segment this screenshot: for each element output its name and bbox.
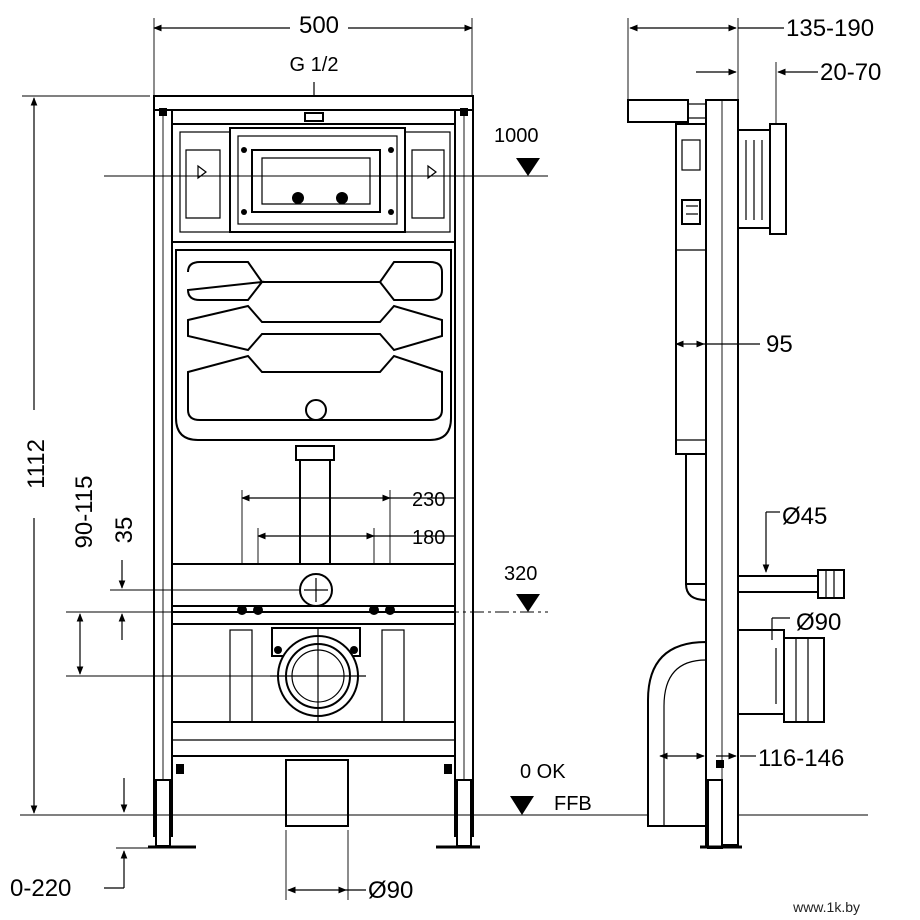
height-dimension: 1112 [12, 95, 150, 816]
frame-depth-label: 95 [766, 331, 793, 358]
adjust-dimension: 0-220 [10, 778, 150, 902]
offset-dimensions: 90-115 35 [66, 476, 300, 677]
width-dimension: 500 [153, 12, 473, 95]
adjust-label: 0-220 [10, 875, 71, 902]
inlet-label: G 1/2 [290, 54, 339, 76]
cistern-body [175, 249, 452, 441]
offset-range-label: 90-115 [71, 476, 98, 549]
side-drain-dia-label: Ø90 [796, 609, 841, 636]
watermark-text: www.1k.by [792, 899, 860, 915]
width-label: 500 [299, 12, 339, 39]
drain-offset-dimension: 116-146 [659, 745, 844, 772]
side-view: 135-190 20-70 95 [627, 15, 881, 849]
bolt-level-label: 320 [504, 563, 537, 585]
frame-depth-dimension: 95 [675, 331, 793, 358]
bolt-crossbar [171, 563, 456, 625]
bolt-level-marker: 320 [70, 563, 548, 613]
front-drain-dia-label: Ø90 [368, 877, 413, 904]
wall-dimension: 20-70 [696, 59, 881, 124]
drain-offset-label: 116-146 [758, 745, 844, 772]
height-label: 1112 [23, 439, 50, 489]
drain-section [171, 623, 456, 827]
floor-label-top: 0 OK [520, 761, 566, 783]
offset-small-label: 35 [111, 517, 138, 544]
spacing-outer-label: 230 [412, 489, 445, 511]
depth-range-label: 135-190 [786, 15, 874, 42]
front-view: 500 G 1/2 [10, 12, 868, 904]
flush-level-label: 1000 [494, 125, 539, 147]
floor-label-bottom: FFB [554, 793, 592, 815]
spacing-inner-label: 180 [412, 527, 445, 549]
frame-posts [148, 95, 480, 849]
wall-range-label: 20-70 [820, 59, 881, 86]
supply-dia-label: Ø45 [782, 503, 827, 530]
drain-bend: Ø90 [647, 609, 841, 827]
flush-level-marker: 1000 [104, 125, 548, 177]
bolt-spacing-dimensions: 230 180 [241, 489, 455, 612]
supply-pipe: Ø45 [737, 503, 845, 599]
cistern-top [171, 123, 456, 243]
drain-diameter-dimension: Ø90 [285, 830, 413, 904]
depth-dimension: 135-190 [627, 15, 874, 102]
